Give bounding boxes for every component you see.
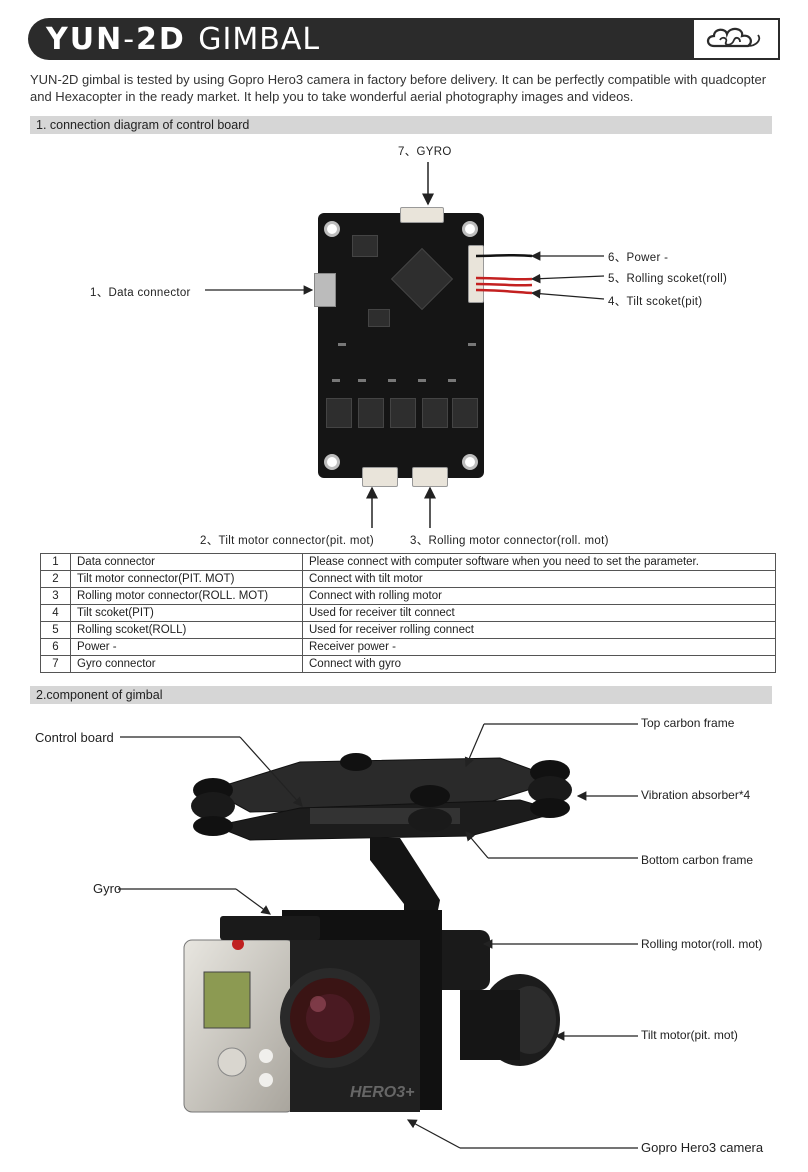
label-control-board: Control board xyxy=(35,730,114,745)
smd-pad xyxy=(338,343,346,346)
row-description: Please connect with computer software wh… xyxy=(302,553,776,571)
control-board-image xyxy=(314,207,484,487)
tilt-motor-socket xyxy=(362,467,398,487)
table-row: 6 Power - Receiver power - xyxy=(40,638,776,656)
smd-pad xyxy=(418,379,426,382)
driver-chip xyxy=(326,398,352,428)
table-row: 4 Tilt scoket(PIT) Used for receiver til… xyxy=(40,604,776,622)
intro-paragraph: YUN-2D gimbal is tested by using Gopro H… xyxy=(30,72,767,104)
table-row: 1 Data connector Please connect with com… xyxy=(40,553,776,571)
row-number: 2 xyxy=(40,570,71,588)
product-title: YUN-2D GIMBAL xyxy=(46,22,320,57)
row-number: 1 xyxy=(40,553,71,571)
driver-chip xyxy=(422,398,448,428)
usb-connector xyxy=(314,273,336,307)
label-rolling-motor: Rolling motor(roll. mot) xyxy=(641,937,763,951)
receiver-wires xyxy=(476,253,533,295)
label-tilt-motor: Tilt motor(pit. mot) xyxy=(641,1028,738,1042)
vibration-absorber xyxy=(528,760,572,818)
connection-arrows xyxy=(205,162,605,528)
row-connector-name: Data connector xyxy=(70,553,303,571)
vibration-absorber xyxy=(408,785,452,832)
chip xyxy=(368,309,390,327)
row-description: Connect with gyro xyxy=(302,655,776,673)
row-number: 6 xyxy=(40,638,71,656)
table-row: 5 Rolling scoket(ROLL) Used for receiver… xyxy=(40,621,776,639)
section-heading-components: 2.component of gimbal xyxy=(30,686,772,704)
receiver-connector xyxy=(468,245,484,303)
camera-brand-mark: HERO3+ xyxy=(350,1084,415,1101)
row-description: Receiver power - xyxy=(302,638,776,656)
label-power: 6、Power - xyxy=(608,252,669,264)
label-rolling-motor-connector: 3、Rolling motor connector(roll. mot) xyxy=(410,535,609,547)
model-name: 2D xyxy=(136,22,186,57)
logo-box xyxy=(692,18,780,60)
row-number: 7 xyxy=(40,655,71,673)
row-description: Used for receiver tilt connect xyxy=(302,604,776,622)
gyro-connector xyxy=(400,207,444,223)
label-gyro-connector: 7、GYRO xyxy=(398,146,452,158)
label-rolling-socket: 5、Rolling scoket(roll) xyxy=(608,273,728,285)
title-banner: YUN-2D GIMBAL xyxy=(28,18,780,60)
row-description: Connect with rolling motor xyxy=(302,587,776,605)
mount-hole xyxy=(324,221,340,237)
smd-pad xyxy=(448,379,456,382)
driver-chip xyxy=(452,398,478,428)
row-number: 3 xyxy=(40,587,71,605)
smd-pad xyxy=(332,379,340,382)
label-gyro: Gyro xyxy=(93,881,122,896)
smd-pad xyxy=(388,379,396,382)
row-connector-name: Rolling motor connector(ROLL. MOT) xyxy=(70,587,303,605)
vibration-absorber xyxy=(340,753,372,771)
chip xyxy=(352,235,378,257)
label-vibration-absorber: Vibration absorber*4 xyxy=(641,788,751,802)
table-row: 2 Tilt motor connector(PIT. MOT) Connect… xyxy=(40,570,776,588)
label-tilt-socket: 4、Tilt scoket(pit) xyxy=(608,296,703,308)
row-connector-name: Gyro connector xyxy=(70,655,303,673)
label-tilt-motor-connector: 2、Tilt motor connector(pit. mot) xyxy=(200,535,375,547)
vibration-absorber xyxy=(191,778,235,836)
mount-hole xyxy=(324,454,340,470)
mount-hole xyxy=(462,221,478,237)
roll-motor-socket xyxy=(412,467,448,487)
driver-chip xyxy=(390,398,416,428)
label-top-carbon-frame: Top carbon frame xyxy=(641,716,735,730)
connector-table: 1 Data connector Please connect with com… xyxy=(40,553,776,673)
table-row: 3 Rolling motor connector(ROLL. MOT) Con… xyxy=(40,587,776,605)
table-row: 7 Gyro connector Connect with gyro xyxy=(40,655,776,673)
label-bottom-carbon-frame: Bottom carbon frame xyxy=(641,853,754,867)
label-data-connector: 1、Data connector xyxy=(90,287,191,299)
row-connector-name: Power - xyxy=(70,638,303,656)
section-heading-connection: 1. connection diagram of control board xyxy=(30,116,772,134)
mount-hole xyxy=(462,454,478,470)
row-connector-name: Tilt motor connector(PIT. MOT) xyxy=(70,570,303,588)
label-gopro-camera: Gopro Hero3 camera xyxy=(641,1140,764,1155)
driver-chip xyxy=(358,398,384,428)
smd-pad xyxy=(358,379,366,382)
row-connector-name: Rolling scoket(ROLL) xyxy=(70,621,303,639)
cloud-logo-icon xyxy=(706,27,761,48)
product-name: GIMBAL xyxy=(198,22,321,57)
mcu-chip xyxy=(390,247,454,311)
brand-dash: - xyxy=(123,22,137,57)
row-number: 5 xyxy=(40,621,71,639)
row-connector-name: Tilt scoket(PIT) xyxy=(70,604,303,622)
row-number: 4 xyxy=(40,604,71,622)
row-description: Connect with tilt motor xyxy=(302,570,776,588)
smd-pad xyxy=(468,343,476,346)
row-description: Used for receiver rolling connect xyxy=(302,621,776,639)
brand-name: YUN xyxy=(46,22,124,57)
